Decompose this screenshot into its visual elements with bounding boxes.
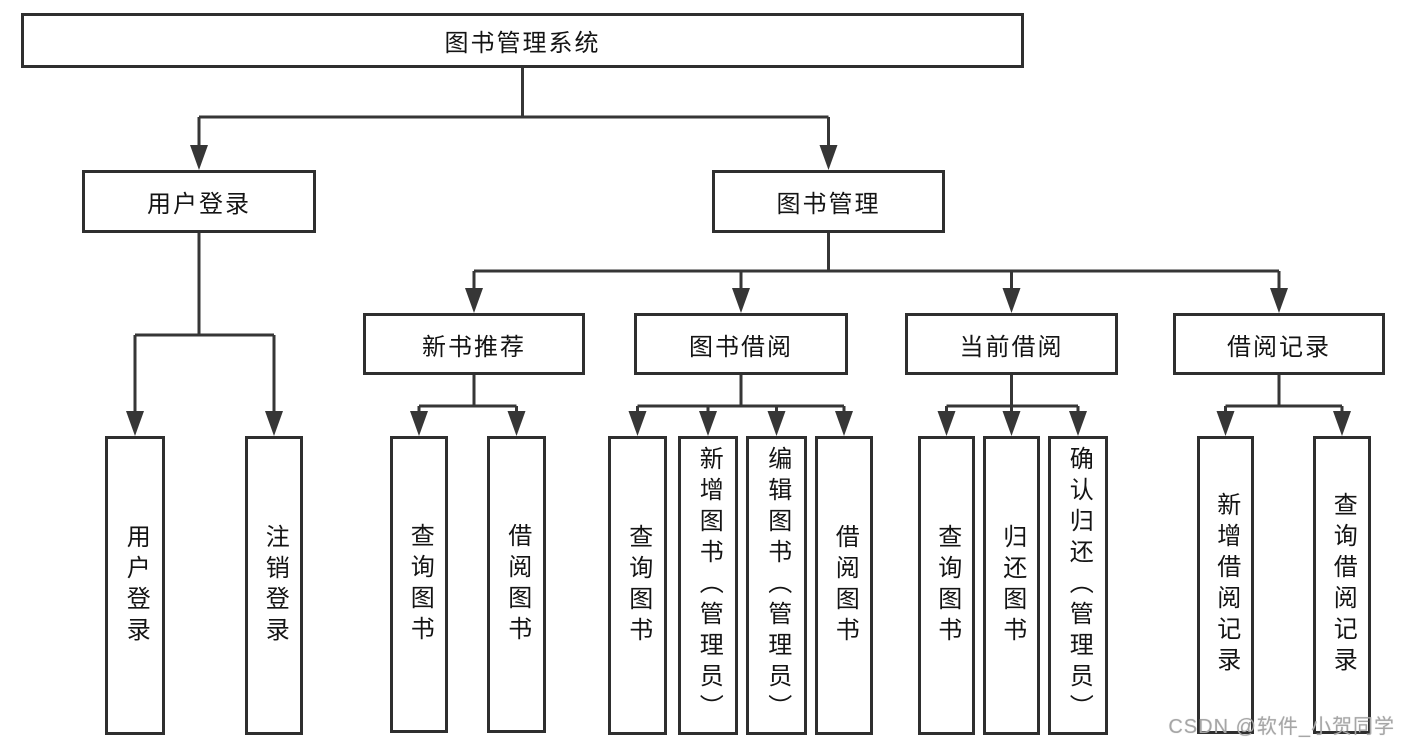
- arrowhead-query-books-2: [628, 411, 647, 436]
- connector-borrow-records-branch: [1224, 375, 1344, 412]
- arrowhead-add-book: [699, 411, 717, 436]
- leaf-edit-book-admin: 编辑图书（管理员）: [746, 436, 807, 735]
- arrowhead-confirm-return: [1069, 411, 1087, 436]
- arrowhead-current-borrow: [1002, 288, 1021, 313]
- csdn-watermark: CSDN @软件_小贺同学: [1168, 716, 1395, 738]
- leaf-query-books-1: 查询图书: [390, 436, 448, 733]
- leaf-add-borrow-record: 新增借阅记录: [1197, 436, 1254, 734]
- leaf-return-book-label: 归还图书: [998, 523, 1026, 648]
- arrowhead-borrow-books-2: [835, 411, 853, 436]
- leaf-query-borrow-record: 查询借阅记录: [1313, 436, 1371, 734]
- connector-book-management-branch: [472, 233, 1281, 289]
- arrowhead-return-book: [1002, 411, 1021, 436]
- leaf-borrow-books-2: 借阅图书: [815, 436, 873, 735]
- leaf-query-borrow-record-label: 查询借阅记录: [1329, 492, 1357, 678]
- connector-root-to-level2: [197, 68, 830, 146]
- node-book-borrow-label: 图书借阅: [689, 333, 793, 361]
- leaf-confirm-return-admin: 确认归还（管理员）: [1048, 436, 1108, 735]
- arrowhead-book-borrow: [732, 288, 750, 313]
- leaf-return-book: 归还图书: [983, 436, 1040, 735]
- leaf-edit-book-admin-label: 编辑图书（管理员）: [763, 446, 791, 725]
- arrowhead-borrow-records: [1270, 288, 1288, 313]
- leaf-borrow-books-1-label: 借阅图书: [503, 522, 531, 647]
- arrowhead-leaf-logout: [265, 411, 283, 436]
- arrowhead-edit-book: [767, 411, 786, 436]
- node-system-root-label: 图书管理系统: [444, 30, 601, 57]
- node-book-management-label: 图书管理: [776, 191, 881, 218]
- leaf-user-login: 用户登录: [105, 436, 165, 735]
- leaf-borrow-books-2-label: 借阅图书: [831, 523, 859, 648]
- arrowhead-leaf-user-login: [126, 411, 144, 436]
- arrowhead-user-login: [190, 145, 208, 170]
- node-book-management: 图书管理: [712, 170, 945, 233]
- node-borrow-records-label: 借阅记录: [1227, 333, 1331, 361]
- connector-user-login-branch: [133, 233, 276, 412]
- node-borrow-records: 借阅记录: [1173, 313, 1385, 375]
- node-book-borrow: 图书借阅: [634, 313, 848, 375]
- leaf-query-books-2: 查询图书: [608, 436, 667, 735]
- leaf-logout: 注销登录: [245, 436, 303, 735]
- leaf-query-books-3-label: 查询图书: [933, 523, 961, 648]
- connector-book-borrow-branch: [636, 375, 846, 412]
- arrowhead-add-borrow-record: [1216, 411, 1235, 436]
- leaf-add-book-admin: 新增图书（管理员）: [678, 436, 738, 735]
- arrowhead-query-books-1: [410, 411, 428, 436]
- leaf-query-books-2-label: 查询图书: [624, 523, 652, 648]
- leaf-add-book-admin-label: 新增图书（管理员）: [695, 446, 723, 725]
- leaf-query-books-3: 查询图书: [918, 436, 975, 735]
- node-new-book-recommend-label: 新书推荐: [422, 333, 526, 361]
- arrowhead-query-borrow-record: [1333, 411, 1351, 436]
- leaf-confirm-return-admin-label: 确认归还（管理员）: [1065, 446, 1093, 725]
- node-user-login-branch: 用户登录: [82, 170, 316, 233]
- arrowhead-borrow-books-1: [507, 411, 526, 436]
- node-user-login-branch-label: 用户登录: [147, 191, 251, 218]
- leaf-query-books-1-label: 查询图书: [406, 522, 434, 647]
- leaf-add-borrow-record-label: 新增借阅记录: [1212, 492, 1240, 678]
- arrowhead-book-management: [819, 145, 838, 170]
- leaf-logout-label: 注销登录: [261, 523, 289, 648]
- connector-current-borrow-branch: [945, 375, 1080, 412]
- node-current-borrow: 当前借阅: [905, 313, 1118, 375]
- node-system-root: 图书管理系统: [21, 13, 1024, 68]
- node-current-borrow-label: 当前借阅: [959, 333, 1064, 361]
- arrowhead-query-books-3: [937, 411, 956, 436]
- connector-new-book-branch: [417, 375, 518, 412]
- node-new-book-recommend: 新书推荐: [363, 313, 585, 375]
- leaf-user-login-label: 用户登录: [122, 523, 150, 648]
- arrowhead-new-book-recommend: [465, 288, 483, 313]
- leaf-borrow-books-1: 借阅图书: [487, 436, 546, 733]
